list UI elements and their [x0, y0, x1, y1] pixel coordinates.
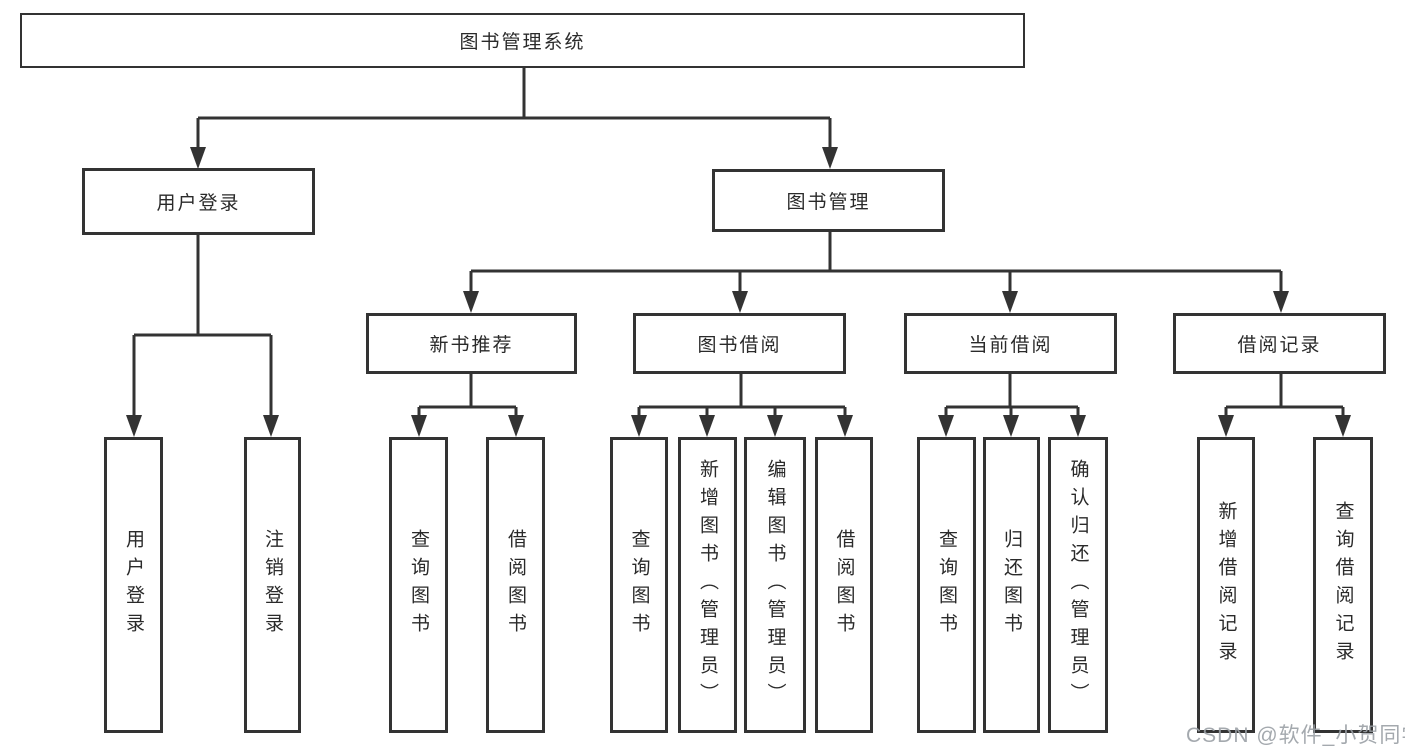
node-label: 当前借阅: [968, 335, 1053, 356]
csdn-watermark: CSDN @软件_小贺同学: [1186, 724, 1405, 747]
node-label: 新增图书（管理员）: [697, 459, 718, 711]
node-book-management: 图书管理: [712, 169, 945, 232]
arrowhead: [822, 147, 838, 169]
node-logout: 注销登录: [244, 437, 301, 733]
node-book-borrowing: 图书借阅: [633, 313, 846, 374]
arrowhead: [463, 291, 479, 313]
node-label: 查询借阅记录: [1332, 501, 1354, 669]
connector-wires: [132, 68, 1345, 418]
node-label: 查询图书: [408, 529, 429, 641]
node-label: 新书推荐: [429, 335, 514, 356]
arrowhead: [767, 415, 783, 437]
node-label: 借阅记录: [1237, 335, 1322, 356]
node-query-books-recommend: 查询图书: [389, 437, 448, 733]
arrowhead: [1218, 415, 1234, 437]
node-confirm-return-admin: 确认归还（管理员）: [1048, 437, 1108, 733]
node-return-books: 归还图书: [983, 437, 1040, 733]
node-label: 用户登录: [156, 193, 241, 214]
arrowhead: [1335, 415, 1351, 437]
arrowhead: [699, 415, 715, 437]
arrowhead: [837, 415, 853, 437]
node-user-login-group: 用户登录: [82, 168, 315, 235]
arrowhead: [732, 291, 748, 313]
arrowhead: [631, 415, 647, 437]
node-user-login: 用户登录: [104, 437, 163, 733]
node-label: 确认归还（管理员）: [1067, 459, 1089, 711]
node-borrowing-records: 借阅记录: [1173, 313, 1386, 374]
arrowhead: [263, 415, 279, 437]
node-label: 图书借阅: [697, 335, 782, 356]
node-label: 借阅图书: [505, 529, 526, 641]
arrowhead: [1273, 291, 1289, 313]
node-query-borrow-record: 查询借阅记录: [1313, 437, 1373, 733]
node-label: 查询图书: [628, 529, 650, 641]
node-edit-books-admin: 编辑图书（管理员）: [744, 437, 806, 733]
node-label: 查询图书: [936, 529, 957, 641]
node-label: 注销登录: [262, 529, 283, 641]
arrowhead: [411, 415, 427, 437]
node-query-books-borrowing: 查询图书: [610, 437, 668, 733]
node-library-management-system: 图书管理系统: [20, 13, 1025, 68]
arrowhead: [1070, 415, 1086, 437]
arrowhead: [1002, 291, 1018, 313]
node-add-borrow-record: 新增借阅记录: [1197, 437, 1255, 733]
node-label: 归还图书: [1001, 529, 1022, 641]
arrowhead: [508, 415, 524, 437]
node-label: 用户登录: [123, 529, 144, 641]
node-label: 图书管理系统: [459, 32, 586, 53]
node-new-book-recommendation: 新书推荐: [366, 313, 577, 374]
node-query-books-current: 查询图书: [917, 437, 976, 733]
node-current-borrowing: 当前借阅: [904, 313, 1117, 374]
arrowhead: [126, 415, 142, 437]
node-label: 编辑图书（管理员）: [764, 459, 786, 711]
arrowhead: [1003, 415, 1019, 437]
node-borrow-books-recommend: 借阅图书: [486, 437, 545, 733]
node-add-books-admin: 新增图书（管理员）: [678, 437, 737, 733]
node-label: 新增借阅记录: [1215, 501, 1237, 669]
arrowhead: [190, 147, 206, 169]
node-label: 图书管理: [786, 192, 871, 213]
node-borrow-books: 借阅图书: [815, 437, 873, 733]
arrowhead: [938, 415, 954, 437]
node-label: 借阅图书: [833, 529, 855, 641]
